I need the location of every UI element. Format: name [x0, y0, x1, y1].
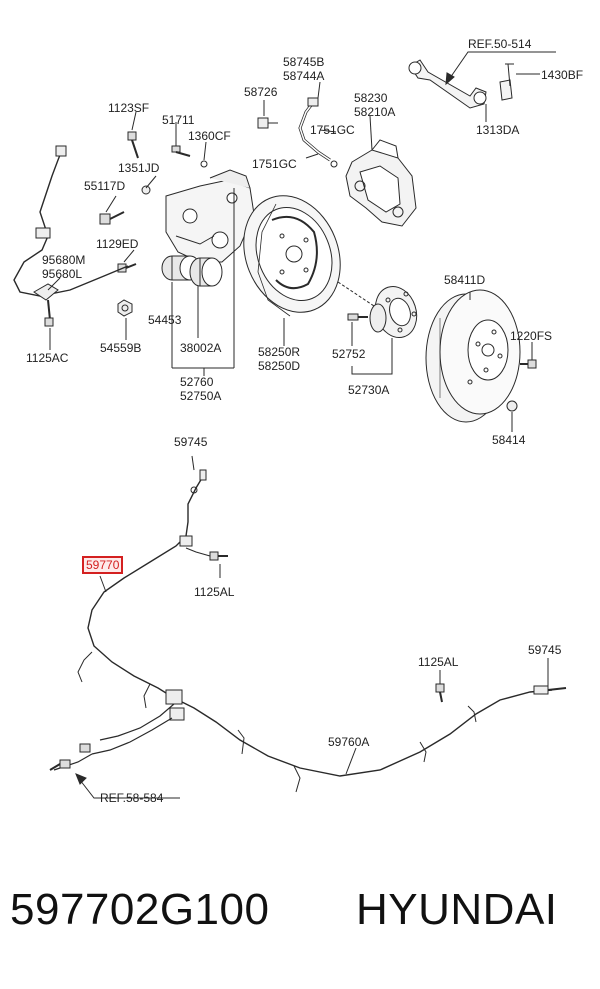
label-52752: 52752 [332, 347, 366, 361]
label-1313da: 1313DA [476, 123, 520, 137]
label-1123sf: 1123SF [108, 101, 150, 115]
leader-1351jd [146, 176, 156, 188]
ref-50-514-label[interactable]: REF.50-514 [468, 37, 532, 51]
leader-1751gc-a [320, 130, 336, 132]
plug-58414-drawing [507, 401, 517, 411]
brake-disc-drawing [426, 290, 520, 422]
hub-drawing [338, 281, 423, 343]
label-58726: 58726 [244, 85, 278, 99]
parking-cable-left-drawing [50, 652, 566, 792]
label-59745-right: 59745 [528, 643, 562, 657]
label-59760a: 59760A [328, 735, 370, 749]
leader-58745b [318, 82, 320, 98]
leader-59770 [100, 576, 106, 592]
leader-55117d [106, 196, 116, 212]
label-1360cf: 1360CF [188, 129, 231, 143]
label-58250d: 58250D [258, 359, 301, 373]
label-1751gc-a: 1751GC [310, 123, 355, 137]
footer-part-number: 597702G100 [10, 885, 270, 934]
label-52760: 52760 [180, 375, 214, 389]
brake-caliper-drawing [346, 140, 416, 226]
highlighted-part-59770[interactable]: 59770 [82, 556, 124, 574]
label-58414: 58414 [492, 433, 526, 447]
backing-plate-drawing [227, 181, 357, 327]
leader-59745-top [192, 456, 194, 470]
leader-1129ed [124, 250, 134, 262]
ref-50-514-leader [446, 52, 556, 84]
leader-59760a [346, 748, 356, 774]
label-1125ac: 1125AC [26, 351, 69, 365]
leader-1360cf [204, 142, 206, 160]
label-51711: 51711 [162, 113, 195, 127]
label-58744a: 58744A [283, 69, 325, 83]
ref-58-584-leader [76, 774, 180, 798]
label-1125al-b: 1125AL [418, 655, 459, 669]
label-52750a: 52750A [180, 389, 222, 403]
leader-1123sf [132, 112, 136, 130]
bushings-drawing [162, 256, 222, 286]
label-58230: 58230 [354, 91, 388, 105]
label-38002a: 38002A [180, 341, 222, 355]
parking-cable-right-drawing [88, 470, 552, 776]
label-58745b: 58745B [283, 55, 325, 69]
label-52730a: 52730A [348, 383, 390, 397]
stud-52752-drawing [348, 314, 368, 320]
label-59745-top: 59745 [174, 435, 208, 449]
label-1751gc-b: 1751GC [252, 157, 297, 171]
label-55117d: 55117D [84, 179, 126, 193]
knuckle-drawing [166, 170, 254, 262]
lower-arm-drawing [409, 60, 514, 108]
leader-58230 [370, 116, 372, 150]
label-1220fs: 1220FS [510, 329, 553, 343]
label-58250r: 58250R [258, 345, 301, 359]
speed-sensor-harness-drawing [14, 146, 128, 326]
leader-52730a [352, 338, 392, 374]
label-58411d: 58411D [444, 273, 486, 287]
label-58210a: 58210A [354, 105, 396, 119]
leader-95680m [48, 278, 60, 290]
label-95680l: 95680L [42, 267, 83, 281]
label-54453: 54453 [148, 313, 182, 327]
bracket-52760 [172, 188, 234, 376]
brake-hose-drawing [258, 98, 337, 167]
ref-58-584-label[interactable]: REF.58-584 [100, 791, 164, 805]
nut-54559b-drawing [118, 300, 132, 316]
label-1125al-a: 1125AL [194, 585, 235, 599]
leader-1751gc-b [306, 154, 318, 158]
label-1351jd: 1351JD [118, 161, 160, 175]
label-95680m: 95680M [42, 253, 86, 267]
label-54559b: 54559B [100, 341, 142, 355]
label-1430bf: 1430BF [541, 68, 584, 82]
footer-brand: HYUNDAI [356, 885, 558, 934]
screw-1220fs-drawing [520, 360, 536, 368]
label-1129ed: 1129ED [96, 237, 139, 251]
